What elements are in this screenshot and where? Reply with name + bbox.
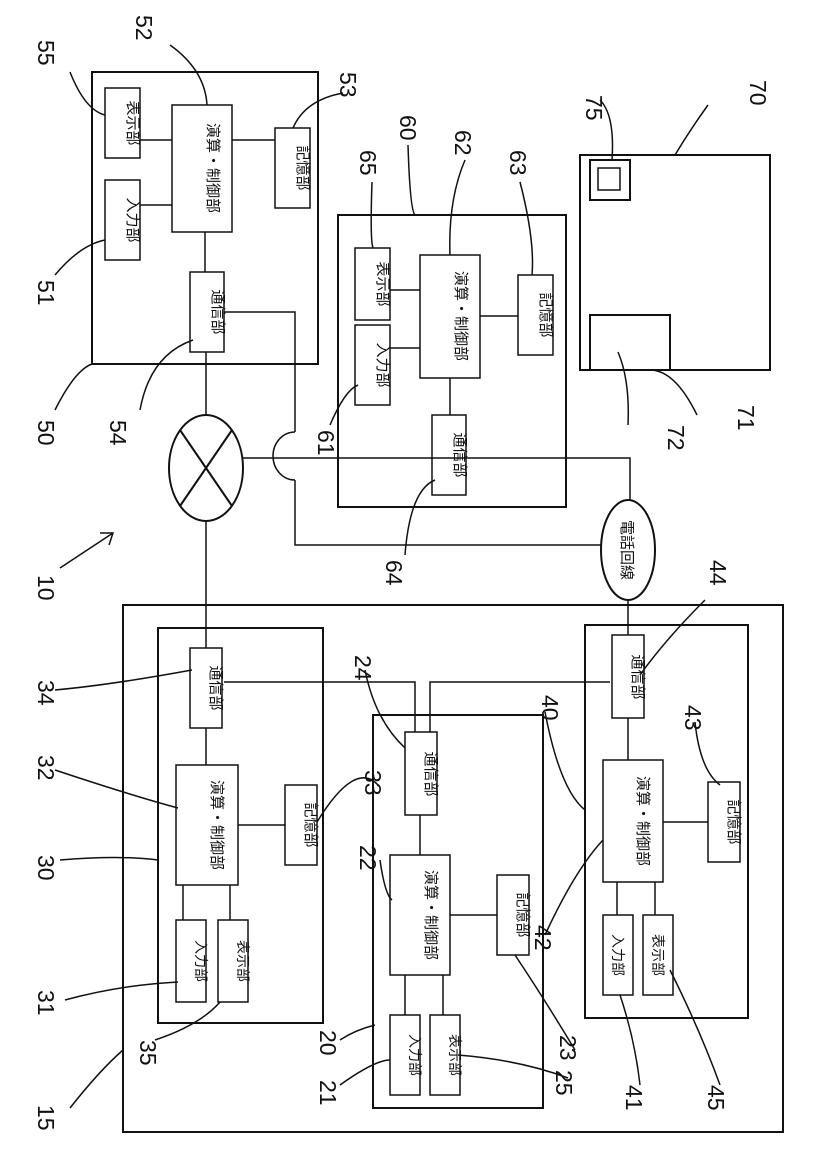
compute-control-unit-42	[603, 760, 663, 882]
ref-43: 43	[680, 705, 706, 731]
compute-control-unit-32	[176, 765, 238, 885]
compute-control-unit-62	[420, 255, 480, 378]
marker-75-inner	[598, 168, 620, 190]
display-label-65: 表示部	[374, 261, 392, 306]
telephone-line-label: 電話回線	[618, 520, 636, 580]
ref-44: 44	[705, 560, 731, 586]
compute-control-unit-52	[172, 105, 232, 232]
device-30: 通信部 演算・制御部 記憶部 入力部 表示部	[158, 628, 323, 1023]
ref-52: 52	[131, 15, 157, 41]
memory-label-43: 記憶部	[725, 799, 743, 844]
ref-45: 45	[703, 1085, 729, 1111]
input-label-61: 入力部	[374, 342, 392, 387]
ref-41: 41	[621, 1085, 647, 1111]
ref-10: 10	[33, 575, 59, 601]
ref-72: 72	[663, 425, 689, 451]
device-40: 通信部 演算・制御部 記憶部 入力部 表示部	[585, 625, 748, 1018]
ref-65: 65	[355, 150, 381, 176]
ref-54: 54	[105, 420, 131, 446]
display-label-35: 表示部	[234, 940, 250, 982]
ref-24: 24	[350, 655, 376, 681]
device-20: 通信部 演算・制御部 記憶部 入力部 表示部	[373, 715, 543, 1108]
compute-label-52: 演算・制御部	[204, 123, 222, 213]
ref-75: 75	[581, 95, 607, 121]
ref-22: 22	[355, 845, 381, 871]
compute-label-42: 演算・制御部	[634, 776, 652, 866]
window-72	[590, 315, 670, 370]
ref-34: 34	[33, 680, 59, 706]
network-node	[169, 415, 243, 521]
comm-label-34: 通信部	[207, 665, 225, 710]
memory-label-63: 記憶部	[537, 292, 555, 337]
display-label-45: 表示部	[649, 934, 665, 976]
ref-31: 31	[33, 990, 59, 1016]
input-label-31: 入力部	[192, 940, 208, 982]
ref-51: 51	[33, 280, 59, 306]
memory-label-33: 記憶部	[302, 802, 320, 847]
display-label-55: 表示部	[124, 100, 142, 145]
comm-label-64: 通信部	[451, 432, 469, 477]
compute-label-62: 演算・制御部	[452, 271, 470, 361]
ref-64: 64	[381, 560, 407, 586]
ref-23: 23	[555, 1035, 581, 1061]
ref-15: 15	[33, 1105, 59, 1131]
ref-35: 35	[135, 1040, 161, 1066]
memory-label-23: 記憶部	[514, 892, 532, 937]
ref-33: 33	[360, 770, 386, 796]
device-50: 表示部 入力部 演算・制御部 記憶部 通信部	[92, 72, 318, 364]
ref-25: 25	[551, 1070, 577, 1096]
ref-50: 50	[33, 420, 59, 446]
ref-20: 20	[315, 1030, 341, 1056]
ref-62: 62	[450, 130, 476, 156]
ref-40: 40	[537, 695, 563, 721]
compute-label-32: 演算・制御部	[208, 780, 226, 870]
ref-63: 63	[505, 150, 531, 176]
ref-61: 61	[313, 430, 339, 456]
comm-label-44: 通信部	[629, 654, 647, 699]
comm-label-24: 通信部	[422, 751, 440, 796]
ref-71: 71	[733, 405, 759, 431]
memory-label-53: 記憶部	[294, 145, 312, 190]
ref-53: 53	[335, 72, 361, 98]
ref-60: 60	[395, 115, 421, 141]
input-label-51: 入力部	[124, 197, 142, 242]
telephone-line-node: 電話回線	[601, 500, 655, 600]
compute-label-22: 演算・制御部	[422, 870, 440, 960]
ref-42: 42	[530, 925, 556, 951]
input-label-21: 入力部	[406, 1034, 422, 1076]
compute-control-unit-22	[390, 855, 450, 975]
input-label-41: 入力部	[609, 934, 625, 976]
ref-30: 30	[33, 855, 59, 881]
ref-70: 70	[745, 80, 771, 106]
marker-75	[590, 160, 630, 200]
ref-55: 55	[33, 40, 59, 66]
ref-32: 32	[33, 755, 59, 781]
ref-21: 21	[315, 1080, 341, 1106]
device-70	[580, 155, 770, 370]
